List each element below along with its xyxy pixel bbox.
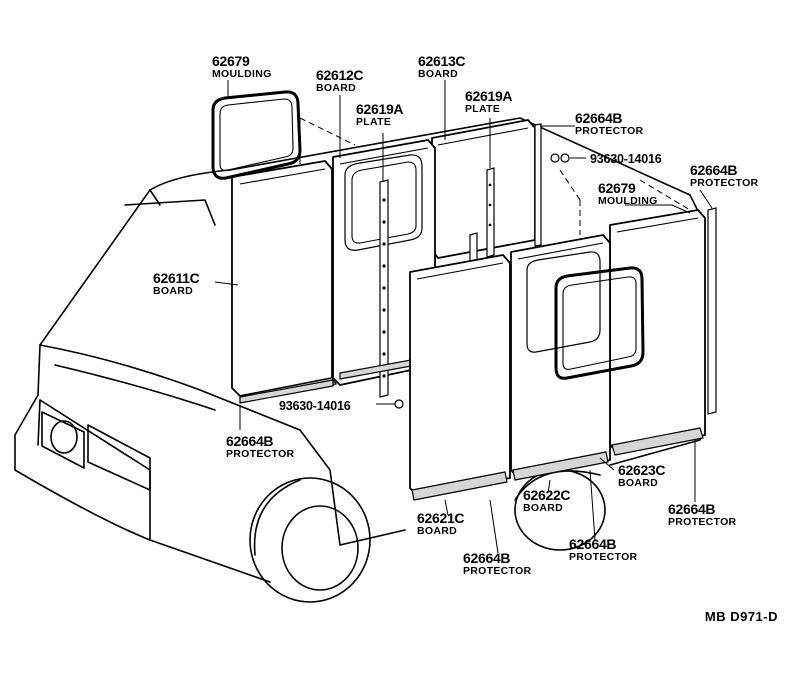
part-number: 62664B — [575, 110, 623, 126]
part-desc: PROTECTOR — [690, 177, 759, 189]
part-desc: PROTECTOR — [575, 125, 644, 137]
protector-62664b-right — [707, 207, 717, 415]
plate-62619a-left — [379, 179, 389, 398]
part-number: 62613C — [418, 53, 466, 69]
part-number: 62679 — [212, 53, 250, 69]
bolt-93630-14016-top — [550, 153, 570, 163]
diagram-code: MB D971-D — [704, 609, 778, 624]
moulding-62679-right — [554, 266, 645, 380]
label-board-62623c: 62623C BOARD — [618, 462, 666, 489]
label-board-62612c: 62612C BOARD — [316, 67, 364, 94]
plate-62619a-right — [469, 167, 495, 265]
moulding-62679-top — [211, 90, 302, 180]
part-number: 62664B — [463, 550, 511, 566]
part-desc: MOULDING — [212, 68, 272, 80]
part-number: 62664B — [569, 536, 617, 552]
part-number: 62679 — [598, 180, 636, 196]
part-desc: PROTECTOR — [463, 565, 532, 577]
part-desc: BOARD — [417, 525, 457, 537]
label-plate-right: 62619A PLATE — [465, 88, 513, 115]
label-protector-right-bottom: 62664B PROTECTOR — [668, 502, 736, 528]
part-desc: BOARD — [618, 477, 658, 489]
part-desc: PROTECTOR — [668, 516, 737, 528]
part-number: 62664B — [226, 433, 274, 449]
part-desc: BOARD — [153, 285, 193, 297]
part-desc: PLATE — [356, 116, 392, 128]
label-protector-bottom-right: 62664B PROTECTOR — [569, 537, 637, 563]
part-number: 62664B — [668, 501, 716, 517]
part-desc: BOARD — [523, 502, 563, 514]
label-board-62621c: 62621C BOARD — [417, 510, 465, 537]
board-62623c — [609, 209, 706, 456]
label-moulding-right: 62679 MOULDING — [598, 181, 658, 207]
part-number: 62619A — [465, 88, 513, 104]
leader-lines — [214, 80, 713, 554]
part-desc: BOARD — [316, 82, 356, 94]
label-protector-top: 62664B PROTECTOR — [575, 111, 643, 137]
board-62621c — [409, 254, 511, 501]
board-62611c — [231, 160, 337, 403]
part-number: 62621C — [417, 510, 465, 526]
label-protector-left: 62664B PROTECTOR — [226, 434, 294, 460]
label-plate-left: 62619A PLATE — [356, 101, 404, 128]
bolt-93630-14016-bottom — [394, 399, 404, 409]
part-number: 93630-14016 — [590, 152, 662, 166]
label-board-62611c: 62611C BOARD — [153, 270, 200, 297]
part-number: 62622C — [523, 487, 571, 503]
label-bolt-top: 93630-14016 — [590, 151, 662, 167]
label-moulding-top: 62679 MOULDING — [212, 54, 272, 80]
part-number: 62619A — [356, 101, 404, 117]
label-protector-bottom-center: 62664B PROTECTOR — [463, 551, 531, 577]
part-number: 62611C — [153, 270, 200, 286]
part-number: 62623C — [618, 462, 666, 478]
part-number: 62612C — [316, 67, 364, 83]
part-desc: PROTECTOR — [569, 551, 638, 563]
part-desc: MOULDING — [598, 195, 658, 207]
part-number: 93630-14016 — [279, 399, 351, 413]
label-board-62622c: 62622C BOARD — [523, 487, 571, 514]
protector-62664b-top — [534, 123, 542, 247]
part-desc: PROTECTOR — [226, 448, 295, 460]
part-desc: PLATE — [465, 103, 501, 115]
van-body — [14, 117, 706, 603]
label-protector-right-top: 62664B PROTECTOR — [690, 163, 758, 189]
part-number: 62664B — [690, 162, 738, 178]
label-bolt-bottom: 93630-14016 — [279, 398, 351, 414]
board-62613c — [431, 119, 536, 259]
part-desc: BOARD — [418, 68, 458, 80]
label-board-62613c: 62613C BOARD — [418, 53, 466, 80]
